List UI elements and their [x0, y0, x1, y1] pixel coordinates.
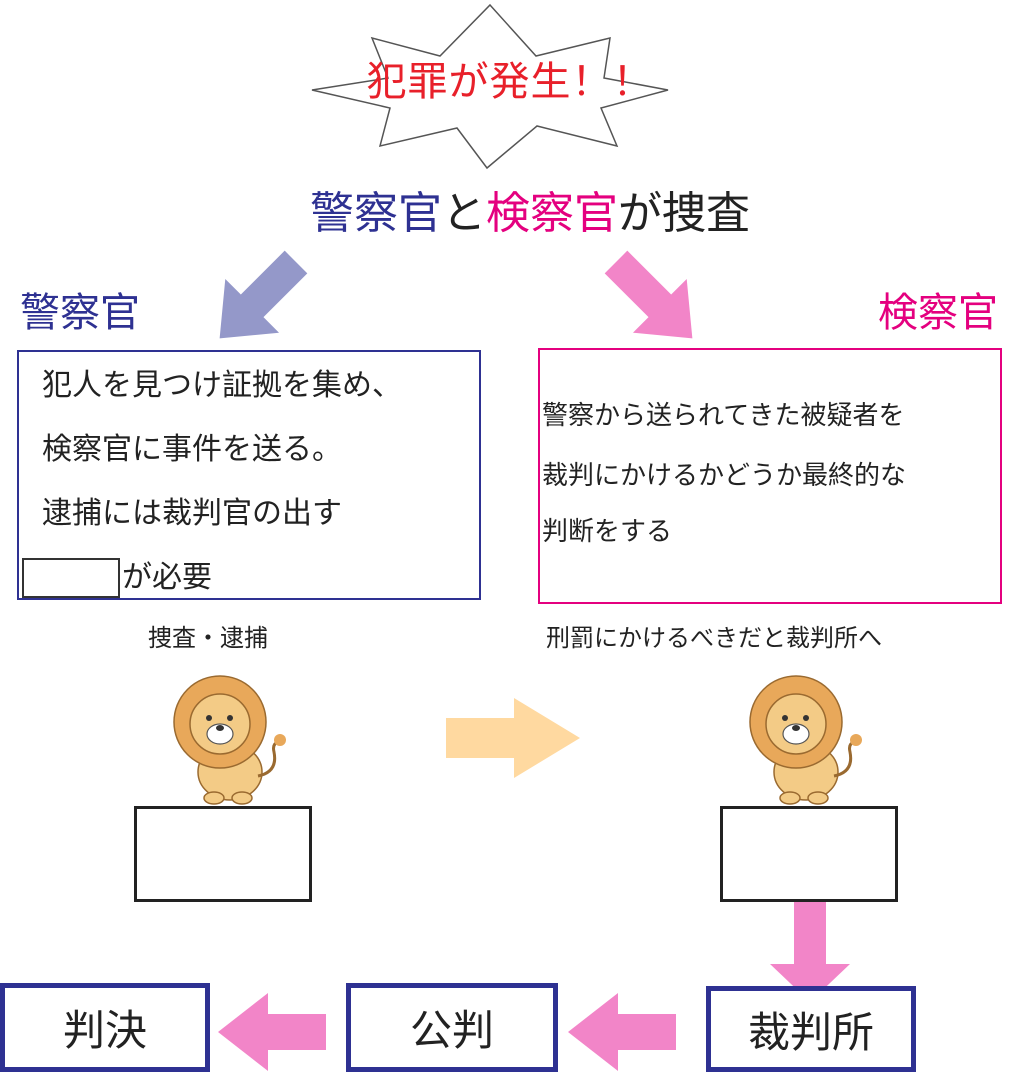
police-line-1: 犯人を見つけ証拠を集め、: [42, 368, 402, 403]
verdict-box: 判決: [0, 983, 210, 1072]
burst-text: 犯罪が発生！！: [366, 59, 654, 105]
headline-investigate: が捜査: [618, 188, 750, 239]
headline: 警察官と検察官が捜査: [200, 184, 860, 244]
police-line-2: 検察官に事件を送る。: [42, 432, 342, 467]
headline-and: と: [442, 188, 486, 239]
headline-police: 警察官: [310, 188, 442, 239]
warrant-blank-box[interactable]: [22, 558, 120, 598]
answer-box-left[interactable]: [134, 806, 312, 902]
trial-box: 公判: [346, 983, 558, 1072]
lion-icon: [173, 675, 286, 805]
prosecutor-line-3: 判断をする: [542, 517, 673, 547]
prosecutor-line-2: 裁判にかけるかどうか最終的な: [542, 461, 907, 491]
prosecutor-caption: 刑罰にかけるべきだと裁判所へ: [546, 624, 882, 652]
police-line-3: 逮捕には裁判官の出す: [42, 496, 342, 531]
police-label: 警察官: [20, 290, 140, 336]
police-line-4: が必要: [122, 560, 212, 595]
court-box: 裁判所: [706, 986, 916, 1072]
police-caption: 捜査・逮捕: [148, 624, 268, 652]
lion-icon: [749, 675, 862, 805]
prosecutor-line-1: 警察から送られてきた被疑者を: [542, 401, 905, 431]
prosecutor-description-box: [538, 348, 1002, 604]
headline-prosecutor: 検察官: [486, 188, 618, 239]
prosecutor-label: 検察官: [878, 290, 998, 336]
answer-box-right[interactable]: [720, 806, 898, 902]
